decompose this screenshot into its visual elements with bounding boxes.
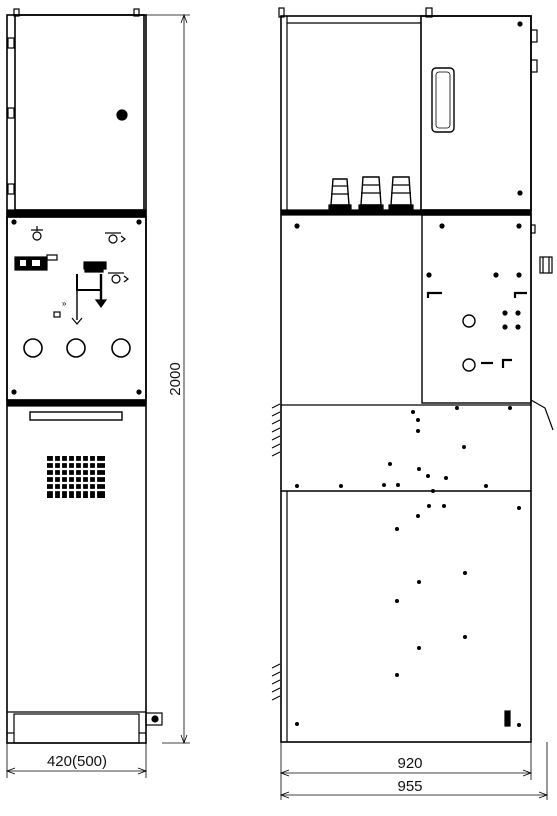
side-enclosure [280,15,532,743]
cable-door-edge [530,399,554,431]
lv-box-window [431,67,455,133]
base-plinth [13,713,140,744]
switch-position-indicator-icon [105,232,126,244]
front-view: » [5,8,190,778]
operating-hole-center [66,338,86,358]
panel-screw [11,219,17,225]
bracket [426,291,442,298]
lv-box-window-inner [435,71,451,129]
switch-position-indicator-icon [108,272,129,284]
side-hatch-upper [271,403,281,457]
separator-band-lower [6,399,147,407]
front-outer-frame [6,14,147,744]
lv-box-side [420,15,532,211]
bushing-1 [328,178,352,211]
side-hatch-lower [271,663,281,701]
operating-shaft [462,358,476,372]
outer-depth-dimension-label: 955 [397,778,422,795]
door-hinge-3 [7,183,15,195]
mimic-diagram-line [76,274,101,291]
mechanism-compartment [421,214,532,404]
operating-shaft [462,314,476,328]
width-dimension-label: 420(500) [47,753,107,770]
voltage-indicator-block [14,256,48,271]
operating-hole-right [111,338,131,358]
mimic-busbar [84,268,104,273]
top-lifting-lug-left [13,8,20,17]
bushing-3 [388,176,414,211]
panel-screw [136,389,142,395]
label-slot [29,411,123,421]
panel-screw [11,389,17,395]
bushing-2 [358,176,384,211]
earth-bar [504,710,511,727]
bracket [513,291,527,298]
separator-band-upper [6,209,147,218]
door-lock-knob [116,109,128,121]
door-hinge-2 [7,107,15,119]
mimic-busbar [83,261,107,270]
ventilation-grille [47,456,105,498]
top-lifting-lug-right [133,8,140,17]
door-hinge-1 [7,37,15,49]
panel-screw [136,219,142,225]
inner-depth-dimension-label: 920 [397,755,422,772]
separator-band-side [280,209,532,216]
fixing-screw [517,21,523,27]
operating-hole-left [23,338,43,358]
earth-switch-indicator-icon [31,226,43,241]
height-dimension-label: 2000 [167,362,184,395]
mounting-holes [295,406,521,727]
indicator-tab [46,254,58,261]
top-lifting-lug-right [425,7,433,18]
fixing-screw [517,190,523,196]
svg-text:»: » [62,299,67,308]
side-view [271,7,554,800]
earthing-terminal [145,712,163,726]
side-knob [539,256,553,274]
